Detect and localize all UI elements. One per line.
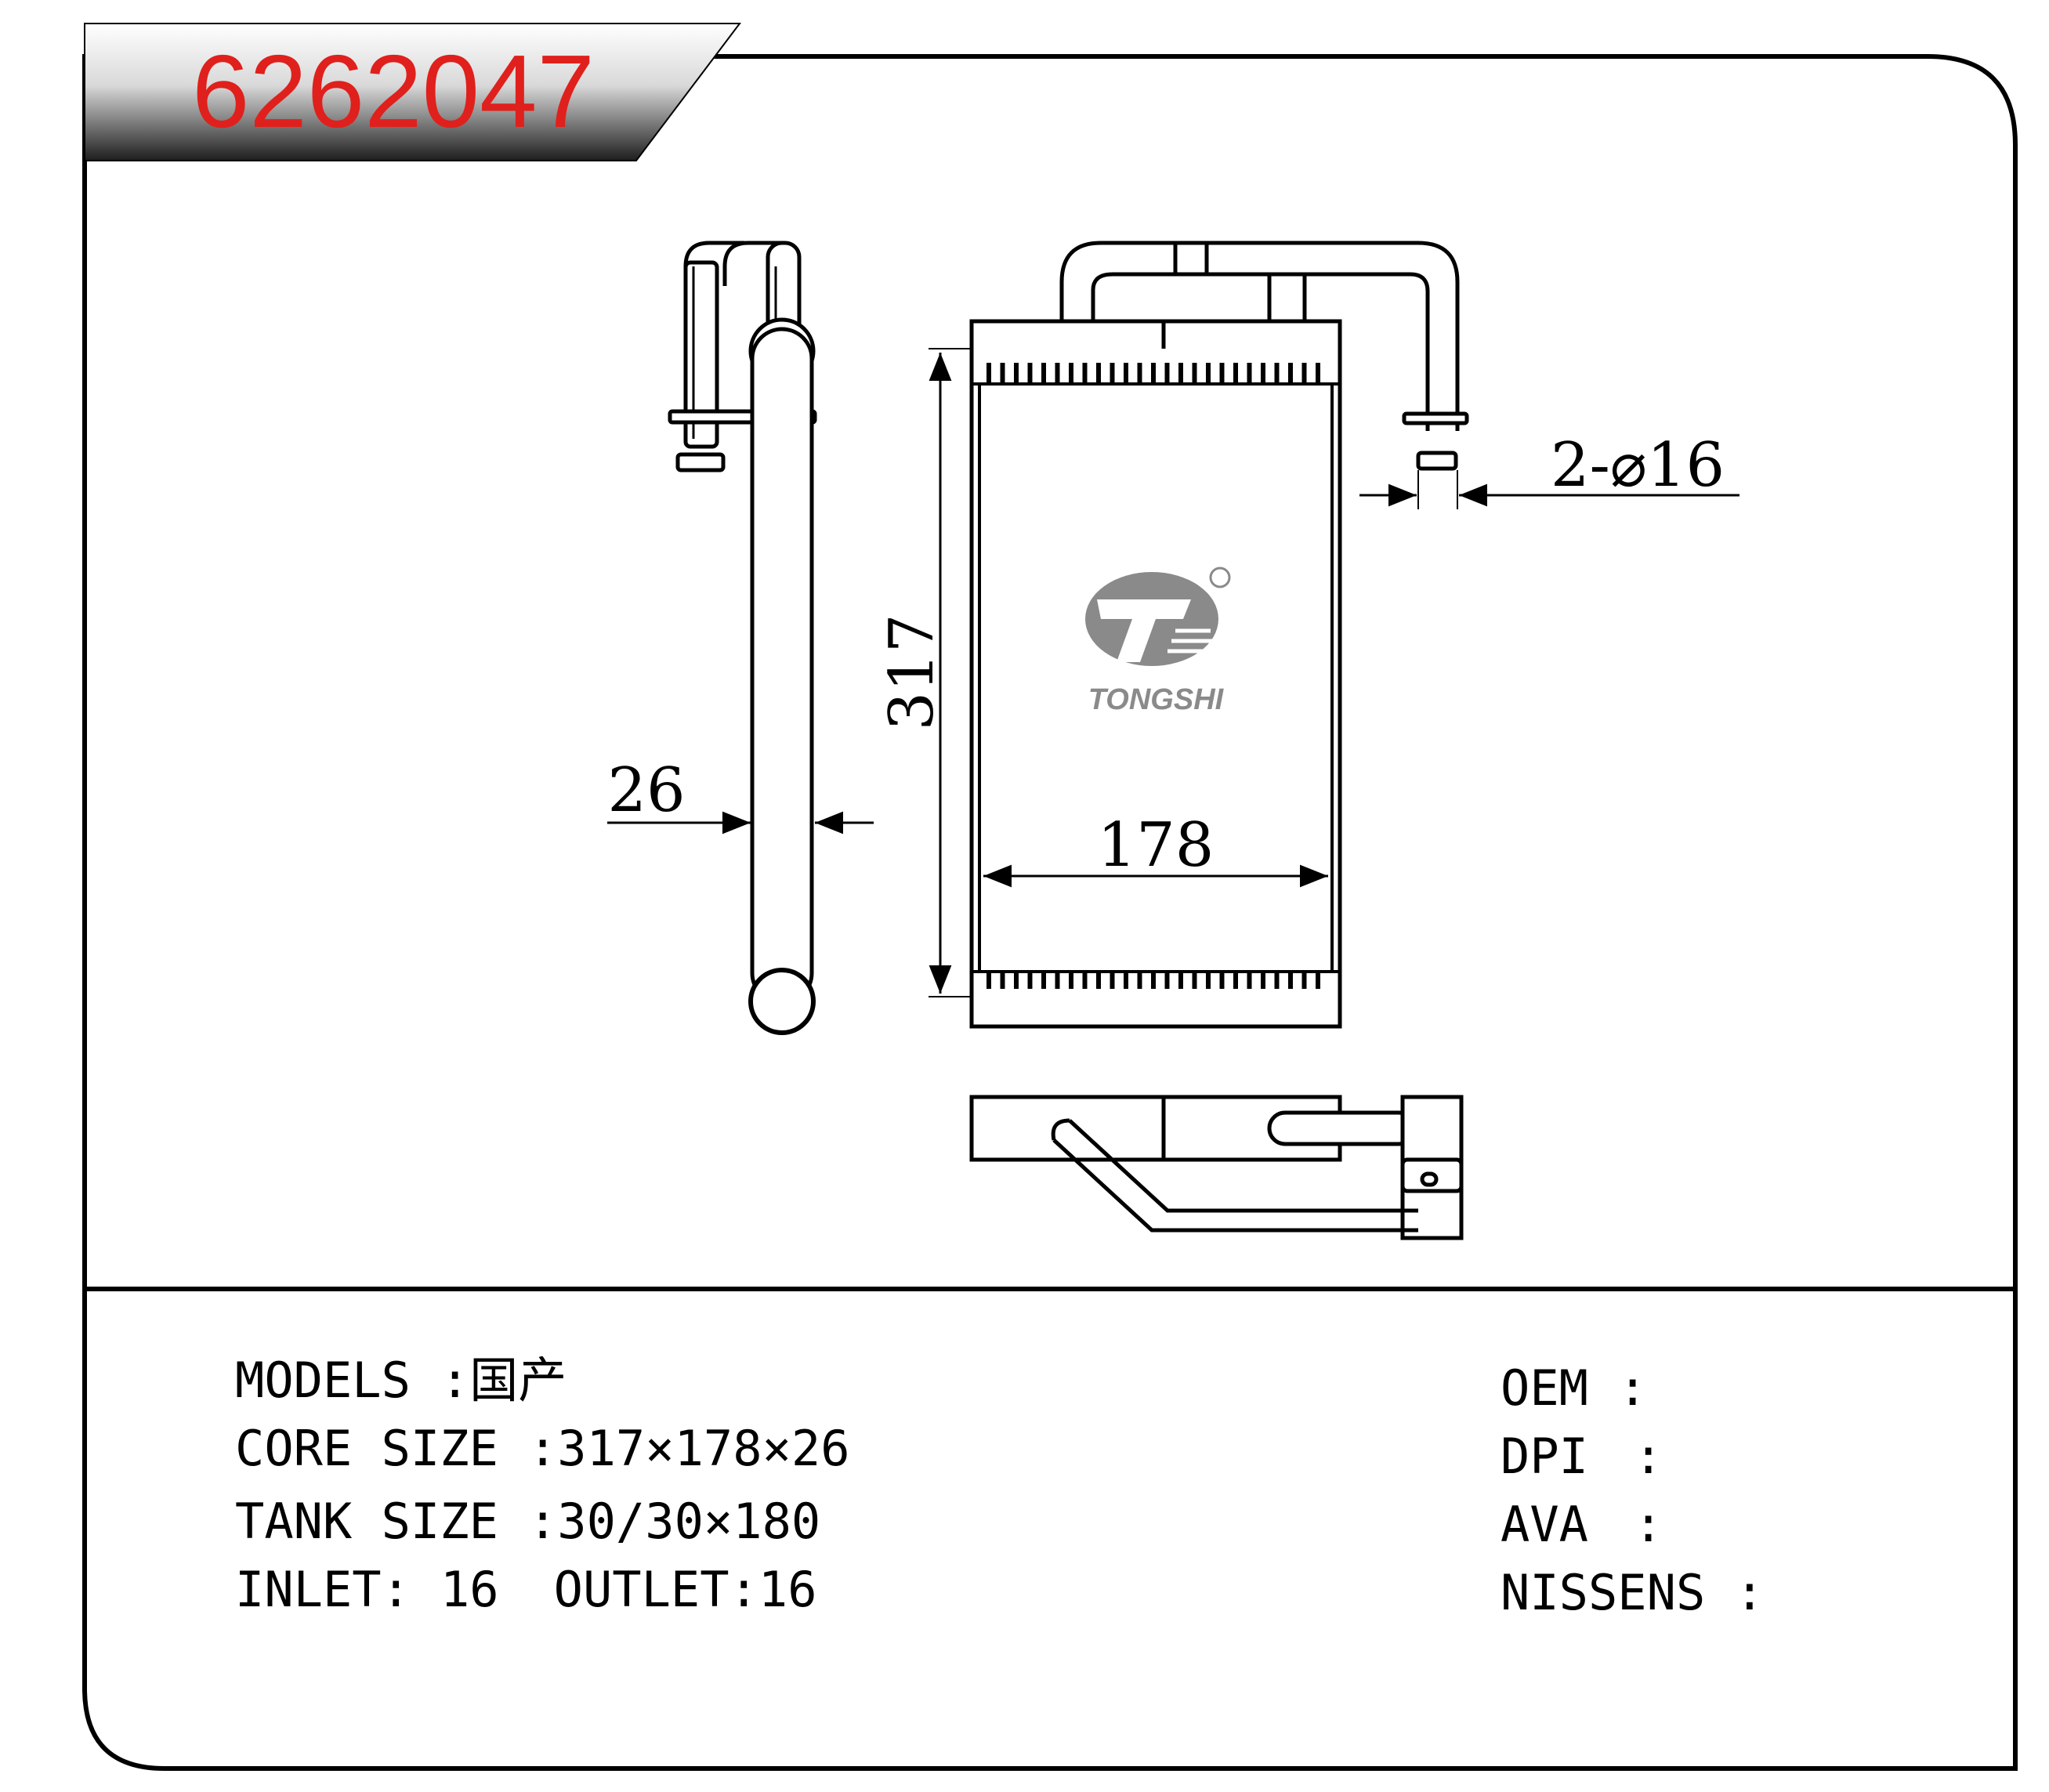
svg-text:TANK SIZE:30/30×180: TANK SIZE :30/30×180 [235, 1493, 820, 1550]
part-number: 6262047 [192, 34, 595, 149]
dim-pipe-label: 2-⌀16 [1551, 430, 1725, 501]
dim-26: 26 [607, 755, 874, 834]
svg-text:NISSENS:: NISSENS: [1501, 1564, 1765, 1621]
svg-text:OEM:: OEM: [1501, 1359, 1647, 1417]
tongshi-logo: ® TONGSHI [1085, 567, 1231, 716]
dim-width-label: 178 [1098, 810, 1215, 881]
models-value: :国产 [440, 1352, 567, 1409]
dim-height-label: 317 [877, 614, 947, 731]
svg-text:DPI:: DPI: [1501, 1428, 1663, 1485]
models-label: MODELS [235, 1352, 411, 1409]
nissens-label: NISSENS [1501, 1564, 1705, 1621]
side-view [668, 241, 817, 1035]
front-view [969, 241, 1469, 1029]
spec-list: MODELS :国产 CORE SIZE :317×178×26 TANK SIZE… [235, 1352, 850, 1618]
bottom-view [969, 1095, 1464, 1240]
dim-pipe: 2-⌀16 [1359, 430, 1739, 509]
core-size-label: CORE SIZE [235, 1420, 498, 1477]
outlet-value: 16 [758, 1561, 817, 1618]
part-number-banner: 6262047 [84, 23, 742, 161]
inlet-label: INLET: [235, 1561, 411, 1618]
sheet-frame [82, 54, 2018, 1771]
ava-label: AVA [1501, 1496, 1588, 1553]
oem-sep: : [1618, 1359, 1647, 1417]
inlet-value: 16 [440, 1561, 499, 1618]
svg-text:CORE SIZE:317×178×26: CORE SIZE :317×178×26 [235, 1420, 850, 1477]
dim-317: 317 [877, 348, 972, 997]
svg-text:AVA:: AVA: [1501, 1496, 1663, 1553]
svg-text:MODELS:国产: MODELS :国产 [235, 1352, 567, 1409]
tank-size-value: :30/30×180 [528, 1493, 820, 1550]
core-size-value: :317×178×26 [528, 1420, 850, 1477]
dpi-sep: : [1634, 1428, 1663, 1485]
dim-thickness-label: 26 [607, 755, 685, 826]
oem-label: OEM [1501, 1359, 1588, 1417]
ava-sep: : [1634, 1496, 1663, 1553]
tank-size-label: TANK SIZE [235, 1493, 498, 1550]
registered-icon [1209, 567, 1231, 588]
nissens-sep: : [1735, 1564, 1764, 1621]
dpi-label: DPI [1501, 1428, 1588, 1485]
dim-178: 178 [983, 810, 1328, 888]
outlet-label: OUTLET: [554, 1561, 758, 1618]
brand-name: TONGSHI [1088, 683, 1225, 716]
reference-list: OEM: DPI: AVA: NISSENS: [1501, 1359, 1765, 1621]
